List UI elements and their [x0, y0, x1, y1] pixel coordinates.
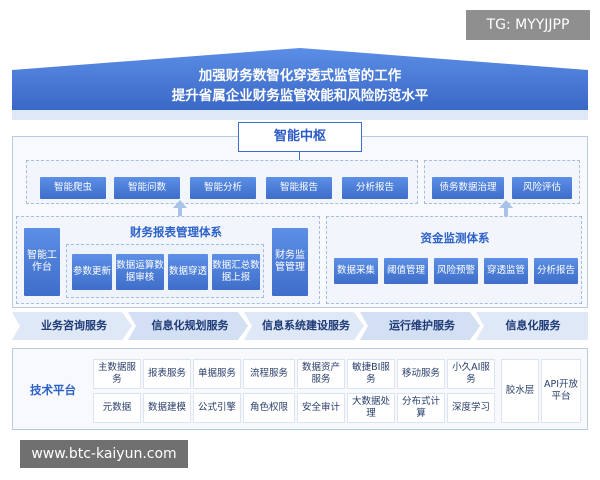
risk-warning[interactable]: 风险预警	[434, 258, 478, 284]
module-smart-crawler[interactable]: 智能爬虫	[40, 177, 106, 199]
module-debt-governance[interactable]: 债务数据治理	[432, 177, 504, 199]
tech-document-service[interactable]: 单据服务	[194, 360, 240, 388]
service-planning: 信息化规划服务	[151, 319, 229, 332]
tech-metadata[interactable]: 元数据	[94, 394, 140, 422]
hub-box: 智能中枢	[238, 122, 362, 152]
tech-mobile-service[interactable]: 移动服务	[398, 360, 444, 388]
banner-line-2: 提升省属企业财务监管效能和风险防范水平	[171, 88, 429, 104]
tech-master-data[interactable]: 主数据服务	[94, 360, 140, 388]
module-analysis-report[interactable]: 分析报告	[342, 177, 408, 199]
tech-formula-engine[interactable]: 公式引擎	[194, 394, 240, 422]
finance-supervision-mgmt[interactable]: 财务监管管理	[272, 228, 308, 296]
fund-analysis-report[interactable]: 分析报告	[534, 258, 578, 284]
data-drilldown[interactable]: 数据穿透	[168, 254, 208, 290]
data-summary-upload[interactable]: 数据汇总数据上报	[212, 254, 260, 290]
banner-roof	[12, 48, 588, 120]
tech-glue-layer[interactable]: 胶水层	[502, 360, 538, 422]
tech-agile-bi[interactable]: 敏捷BI服务	[348, 360, 394, 388]
up-arrow-icon	[173, 200, 187, 218]
up-arrow-icon	[499, 200, 513, 218]
watermark-url: www.btc-kaiyun.com	[20, 440, 188, 468]
module-risk-assessment[interactable]: 风险评估	[512, 177, 572, 199]
tech-deep-learning[interactable]: 深度学习	[448, 394, 494, 422]
threshold-management[interactable]: 阈值管理	[384, 258, 428, 284]
module-smart-analysis[interactable]: 智能分析	[190, 177, 256, 199]
services-band	[12, 312, 588, 340]
drilldown-supervision[interactable]: 穿透监管	[484, 258, 528, 284]
module-smart-report[interactable]: 智能报告	[266, 177, 332, 199]
banner-line-1: 加强财务数智化穿透式监管的工作	[198, 68, 402, 84]
service-consulting: 业务咨询服务	[41, 319, 107, 332]
service-operation: 运行维护服务	[389, 319, 455, 332]
data-collection[interactable]: 数据采集	[334, 258, 378, 284]
tech-xiaojiu-ai[interactable]: 小久AI服务	[448, 360, 494, 388]
tech-role-permission[interactable]: 角色权限	[244, 394, 294, 422]
tech-data-modeling[interactable]: 数据建模	[144, 394, 190, 422]
module-smart-query[interactable]: 智能问数	[114, 177, 180, 199]
smart-workbench[interactable]: 智能工作台	[24, 228, 60, 296]
tech-data-asset[interactable]: 数据资产服务	[298, 360, 344, 388]
tech-report-service[interactable]: 报表服务	[144, 360, 190, 388]
service-it: 信息化服务	[505, 319, 561, 332]
watermark-badge: TG: MYYJJPP	[466, 10, 590, 40]
tech-workflow-service[interactable]: 流程服务	[244, 360, 294, 388]
tech-open-api[interactable]: API开放平台	[542, 360, 580, 422]
tech-big-data[interactable]: 大数据处理	[348, 394, 394, 422]
tech-distributed-compute[interactable]: 分布式计算	[398, 394, 444, 422]
param-update[interactable]: 参数更新	[72, 254, 112, 290]
tech-platform-label: 技术平台	[30, 383, 76, 397]
financial-report-system-title: 财务报表管理体系	[130, 225, 222, 239]
hub-connector	[299, 152, 300, 160]
tech-security-audit[interactable]: 安全审计	[298, 394, 344, 422]
data-compute-audit[interactable]: 数据运算数据审核	[116, 254, 164, 290]
service-system-construction: 信息系统建设服务	[262, 319, 350, 332]
fund-monitoring-system-title: 资金监测体系	[420, 231, 490, 245]
